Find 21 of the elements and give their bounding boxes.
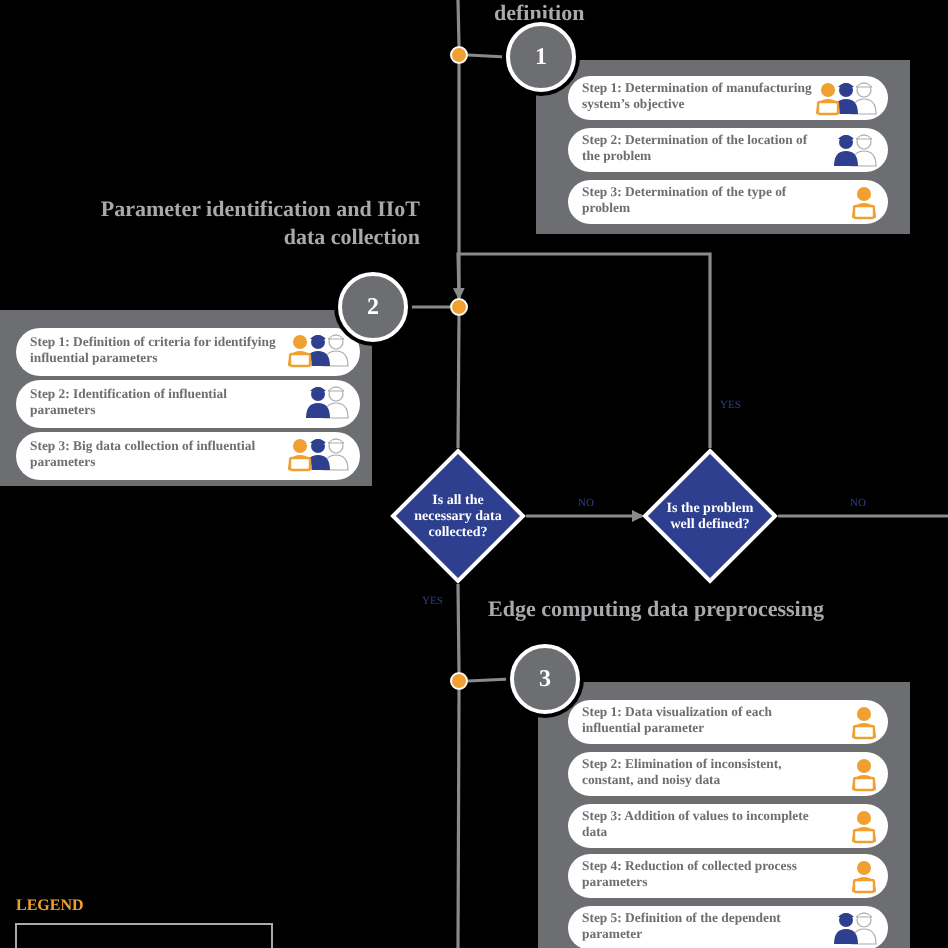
junction-dot <box>450 298 468 316</box>
section-heading: Edge computing data preprocessing <box>488 596 826 625</box>
connector-line <box>467 677 511 683</box>
connector-line <box>456 584 461 672</box>
arrow <box>452 252 712 448</box>
number-circle: 2 <box>338 272 408 342</box>
number-circle: 3 <box>510 644 580 714</box>
connector-line <box>778 514 948 518</box>
connector-line <box>456 690 461 948</box>
connector-line <box>408 305 450 309</box>
junction-dot <box>450 46 468 64</box>
legend-title: LEGEND <box>16 896 86 917</box>
number-circle: 1 <box>506 22 576 92</box>
connector-line <box>467 53 507 59</box>
steps-panel <box>0 310 372 486</box>
steps-panel <box>536 60 910 234</box>
connector-line <box>456 316 461 448</box>
arrow <box>526 510 644 522</box>
junction-dot <box>450 672 468 690</box>
connector-line <box>456 0 461 47</box>
section-heading: Parameter identification and IIoT data collection <box>98 196 420 254</box>
